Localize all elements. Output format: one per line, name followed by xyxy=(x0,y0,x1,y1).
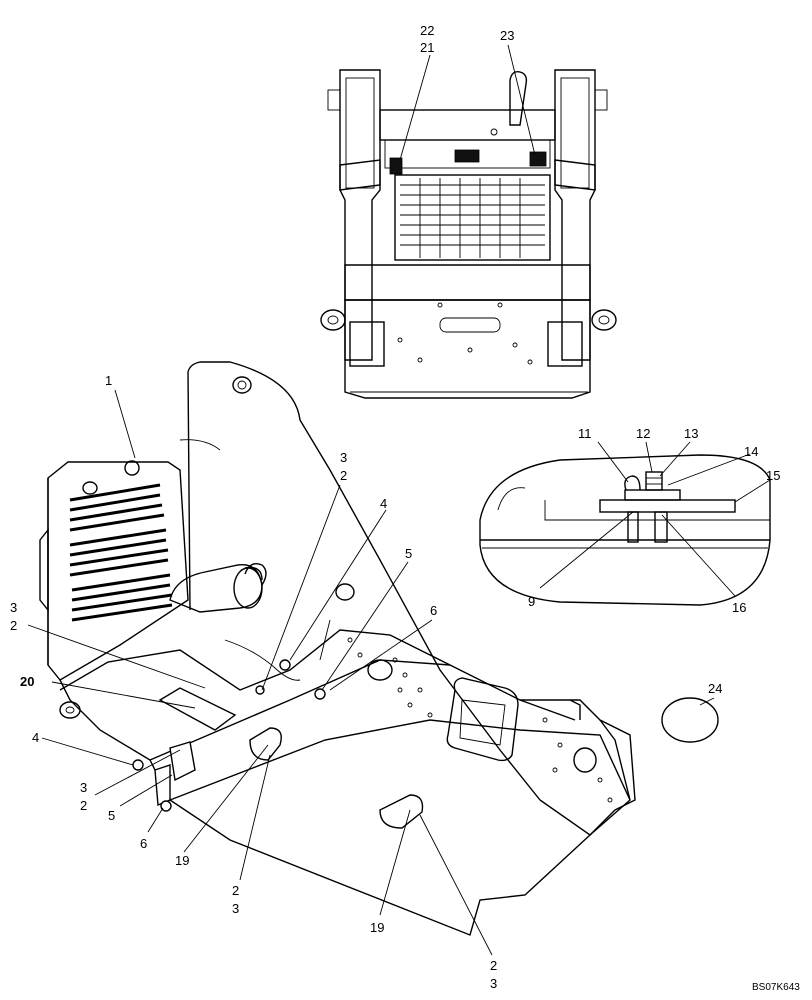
rear-grille-slots xyxy=(400,178,545,258)
callout-2: 2 xyxy=(10,618,17,633)
callout-19: 19 xyxy=(370,920,384,935)
callout-24: 24 xyxy=(708,681,722,696)
callout-6: 6 xyxy=(430,603,437,618)
callout-13: 13 xyxy=(684,426,698,441)
callout-leaders xyxy=(27,44,771,956)
callout-2: 2 xyxy=(340,468,347,483)
callout-3: 3 xyxy=(10,600,17,615)
rear-view-frame xyxy=(320,69,617,399)
callout-16: 16 xyxy=(732,600,746,615)
callout-11: 11 xyxy=(578,426,592,441)
drawing-code: BS07K643 xyxy=(752,982,800,993)
callout-15: 15 xyxy=(766,468,780,483)
part-24-plug xyxy=(661,697,719,743)
callout-2: 2 xyxy=(80,798,87,813)
callout-4: 4 xyxy=(32,730,39,745)
callout-3: 3 xyxy=(80,780,87,795)
callout-14: 14 xyxy=(744,444,758,459)
callout-5: 5 xyxy=(108,808,115,823)
callout-5: 5 xyxy=(405,546,412,561)
callout-3: 3 xyxy=(490,976,497,991)
main-frame-assembly xyxy=(39,361,636,936)
callout-21: 21 xyxy=(420,40,434,55)
detail-inset xyxy=(479,454,771,606)
callout-20: 20 xyxy=(20,674,34,689)
callout-2: 2 xyxy=(232,883,239,898)
callout-23: 23 xyxy=(500,28,514,43)
callout-19: 19 xyxy=(175,853,189,868)
callout-3: 3 xyxy=(232,901,239,916)
callout-3: 3 xyxy=(340,450,347,465)
radiator-grille-slots xyxy=(69,483,173,622)
callout-1: 1 xyxy=(105,373,112,388)
callout-9: 9 xyxy=(528,594,535,609)
callout-6: 6 xyxy=(140,836,147,851)
callout-labels: 1 3 2 4 5 6 3 2 20 4 3 2 5 6 19 2 3 19 2… xyxy=(10,23,800,993)
callout-4: 4 xyxy=(380,496,387,511)
callout-2: 2 xyxy=(490,958,497,973)
callout-12: 12 xyxy=(636,426,650,441)
callout-22: 22 xyxy=(420,23,434,38)
